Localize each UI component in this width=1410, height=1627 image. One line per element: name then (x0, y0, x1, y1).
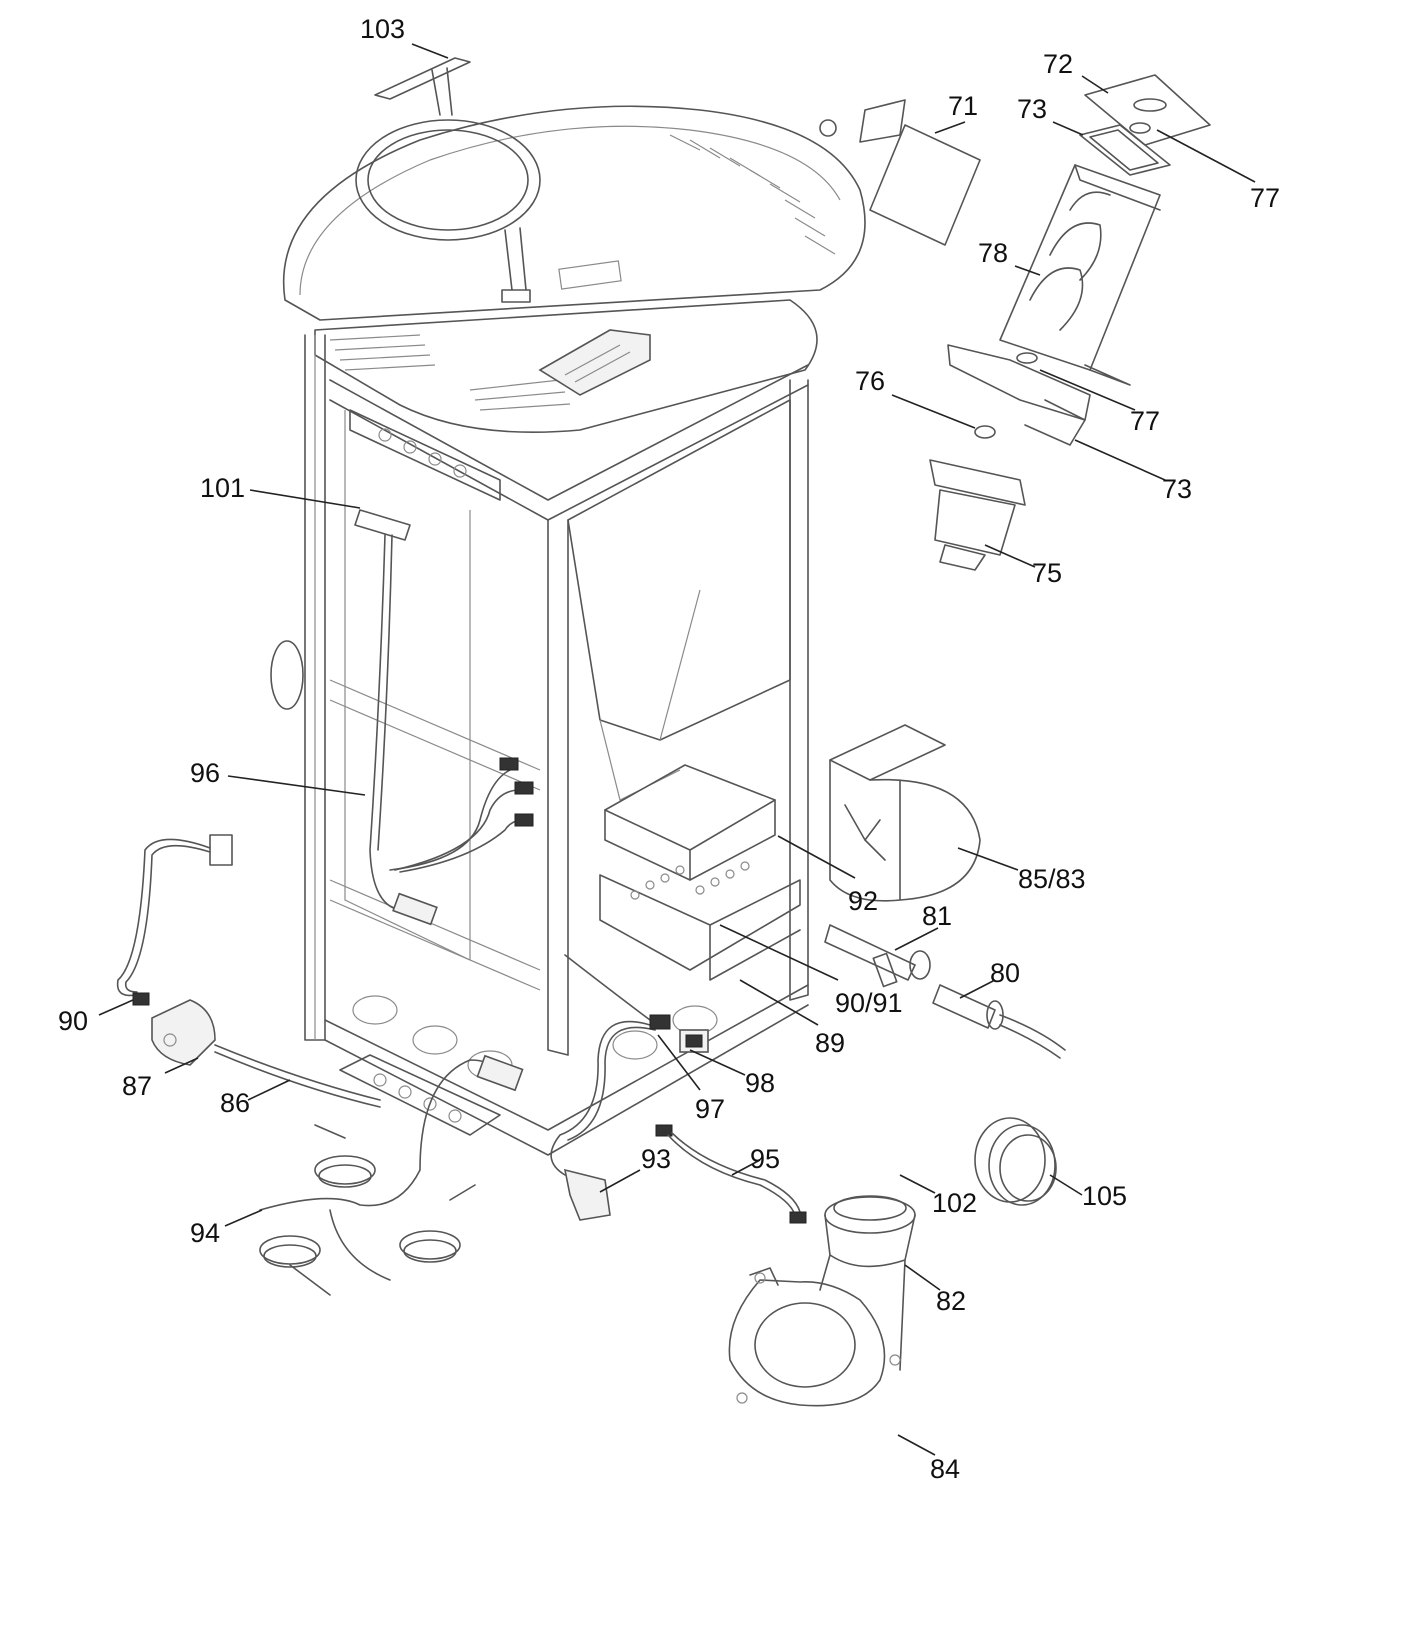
callout-101: 101 (200, 473, 245, 503)
top-cover (282, 105, 866, 321)
cap-105 (974, 1117, 1057, 1206)
stove-frame (270, 334, 809, 1156)
callout-93: 93 (641, 1144, 671, 1174)
switch-harness (116, 834, 381, 1108)
callout-102: 102 (932, 1188, 977, 1218)
power-cord (550, 954, 709, 1221)
callout-82: 82 (936, 1286, 966, 1316)
callout-75: 75 (1032, 558, 1062, 588)
callout-89: 89 (815, 1028, 845, 1058)
callout-76: 76 (855, 366, 885, 396)
callout-80: 80 (990, 958, 1020, 988)
leader-lines (98, 43, 1256, 1456)
callout-105: 105 (1082, 1181, 1127, 1211)
callout-86: 86 (220, 1088, 250, 1118)
auger-assembly (819, 74, 1211, 571)
callout-90-91: 90/91 (835, 988, 903, 1018)
callout-103: 103 (360, 14, 405, 44)
callout-77-top: 77 (1250, 183, 1280, 213)
exhaust-fan (728, 1195, 916, 1407)
callout-98: 98 (745, 1068, 775, 1098)
callout-90: 90 (58, 1006, 88, 1036)
callout-73-bottom: 73 (1162, 474, 1192, 504)
ribbon-cable (355, 57, 541, 303)
igniter (824, 924, 1066, 1059)
callout-97: 97 (695, 1094, 725, 1124)
probes (259, 1054, 524, 1296)
callout-92: 92 (848, 886, 878, 916)
callout-85-83: 85/83 (1018, 864, 1086, 894)
callout-95: 95 (750, 1144, 780, 1174)
harness-96 (354, 509, 534, 926)
electronics-box (599, 764, 801, 981)
callout-73-top: 73 (1017, 94, 1047, 124)
cable-95 (655, 1124, 807, 1224)
top-plate (314, 299, 818, 434)
callout-87: 87 (122, 1071, 152, 1101)
callout-72: 72 (1043, 49, 1073, 79)
callout-84: 84 (930, 1454, 960, 1484)
callout-81: 81 (922, 901, 952, 931)
callout-94: 94 (190, 1218, 220, 1248)
fan-housing (829, 724, 981, 902)
callout-96: 96 (190, 758, 220, 788)
callout-78: 78 (978, 238, 1008, 268)
callout-labels: 103 72 71 73 77 78 76 77 73 75 101 96 85… (58, 14, 1280, 1484)
callout-71: 71 (948, 91, 978, 121)
callout-77-bottom: 77 (1130, 406, 1160, 436)
